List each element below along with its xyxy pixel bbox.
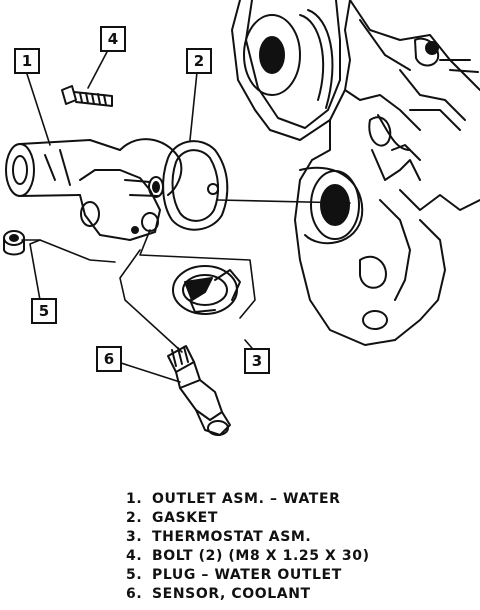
parts-legend: 1. OUTLET ASM. – WATER 2. GASKET 3. THERMOS… xyxy=(126,490,370,604)
callout-4: 4 xyxy=(100,26,126,52)
legend-number: 5. xyxy=(126,567,143,583)
callout-2: 2 xyxy=(186,48,212,74)
leader-lines xyxy=(21,49,351,383)
legend-text: OUTLET ASM. – WATER xyxy=(152,491,341,507)
water-outlet-asm xyxy=(5,138,183,241)
legend-text: SENSOR, COOLANT xyxy=(152,586,311,602)
legend-number: 2. xyxy=(126,510,143,526)
legend-item: 1. OUTLET ASM. – WATER xyxy=(126,490,370,509)
callout-1: 1 xyxy=(14,48,40,74)
legend-text: GASKET xyxy=(152,510,218,526)
legend-text: PLUG – WATER OUTLET xyxy=(152,567,342,583)
callout-6: 6 xyxy=(96,346,122,372)
legend-item: 3. THERMOSTAT ASM. xyxy=(126,528,370,547)
gasket xyxy=(162,140,229,231)
legend-number: 3. xyxy=(126,529,143,545)
thermostat-asm xyxy=(172,265,241,315)
engine-block xyxy=(231,0,480,346)
coolant-sensor xyxy=(167,345,231,436)
bolt xyxy=(61,85,113,107)
callout-3: 3 xyxy=(244,348,270,374)
plug xyxy=(3,230,25,256)
legend-item: 4. BOLT (2) (M8 X 1.25 X 30) xyxy=(126,547,370,566)
legend-item: 6. SENSOR, COOLANT xyxy=(126,585,370,604)
legend-number: 4. xyxy=(126,548,143,564)
legend-text: BOLT (2) (M8 X 1.25 X 30) xyxy=(152,548,370,564)
legend-number: 6. xyxy=(126,586,143,602)
legend-text: THERMOSTAT ASM. xyxy=(152,529,312,545)
legend-item: 5. PLUG – WATER OUTLET xyxy=(126,566,370,585)
callout-5: 5 xyxy=(31,298,57,324)
legend-number: 1. xyxy=(126,491,143,507)
legend-item: 2. GASKET xyxy=(126,509,370,528)
